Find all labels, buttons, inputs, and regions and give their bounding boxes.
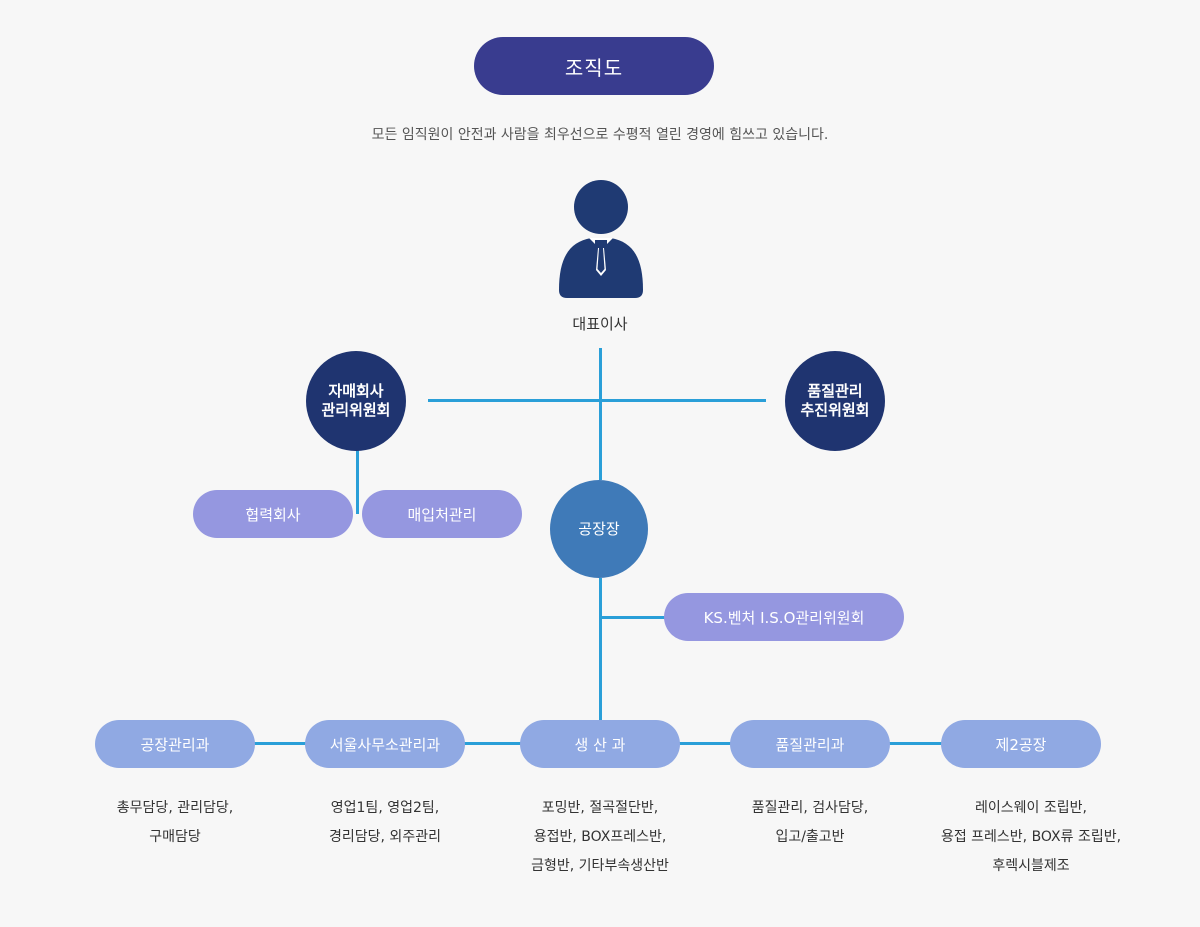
dept-production: 생 산 과 bbox=[520, 720, 680, 768]
committee-sister-company: 자매회사 관리위원회 bbox=[306, 351, 406, 451]
page-title: 조직도 bbox=[474, 37, 714, 95]
committee-quality: 품질관리 추진위원회 bbox=[785, 351, 885, 451]
connector-left-committee-down bbox=[356, 448, 359, 514]
unit-purchase-management: 매입처관리 bbox=[362, 490, 522, 538]
ceo-label: 대표이사 bbox=[572, 315, 628, 333]
desc-line: 레이스웨이 조립반, bbox=[975, 800, 1087, 816]
desc-line: 입고/출고반 bbox=[775, 829, 845, 845]
connector-committees-horizontal bbox=[428, 399, 766, 402]
dept-production-desc: 포밍반, 절곡절단반, 용접반, BOX프레스반, 금형반, 기타부속생산반 bbox=[490, 794, 710, 881]
dept-factory-management-desc: 총무담당, 관리담당, 구매담당 bbox=[75, 794, 275, 852]
committee-quality-line1: 품질관리 bbox=[807, 382, 863, 400]
connector-plant-down bbox=[599, 578, 602, 744]
desc-line: 용접 프레스반, BOX류 조립반, bbox=[940, 829, 1122, 845]
person-icon bbox=[559, 180, 643, 298]
connector-ceo-vertical bbox=[599, 348, 602, 480]
desc-line: 구매담당 bbox=[149, 829, 201, 845]
desc-line: 경리담당, 외주관리 bbox=[329, 829, 441, 845]
dept-second-factory-desc: 레이스웨이 조립반, 용접 프레스반, BOX류 조립반, 후렉시블제조 bbox=[906, 794, 1156, 881]
desc-line: 금형반, 기타부속생산반 bbox=[531, 858, 669, 874]
dept-quality-control-desc: 품질관리, 검사담당, 입고/출고반 bbox=[710, 794, 910, 852]
desc-line: 용접반, BOX프레스반, bbox=[533, 829, 667, 845]
dept-seoul-office: 서울사무소관리과 bbox=[305, 720, 465, 768]
unit-partner-company: 협력회사 bbox=[193, 490, 353, 538]
desc-line: 영업1팀, 영업2팀, bbox=[330, 800, 440, 816]
plant-head: 공장장 bbox=[550, 480, 648, 578]
dept-quality-control: 품질관리과 bbox=[730, 720, 890, 768]
dept-factory-management: 공장관리과 bbox=[95, 720, 255, 768]
iso-committee: KS.벤처 I.S.O관리위원회 bbox=[664, 593, 904, 641]
dept-second-factory: 제2공장 bbox=[941, 720, 1101, 768]
dept-seoul-office-desc: 영업1팀, 영업2팀, 경리담당, 외주관리 bbox=[285, 794, 485, 852]
page-subtitle: 모든 임직원이 안전과 사람을 최우선으로 수평적 열린 경영에 힘쓰고 있습니… bbox=[371, 127, 829, 143]
committee-sister-line2: 관리위원회 bbox=[321, 401, 391, 419]
plant-head-label: 공장장 bbox=[578, 519, 620, 538]
committee-quality-line2: 추진위원회 bbox=[800, 401, 870, 419]
desc-line: 후렉시블제조 bbox=[992, 858, 1070, 874]
connector-iso-horizontal bbox=[601, 616, 665, 619]
desc-line: 총무담당, 관리담당, bbox=[116, 800, 234, 816]
desc-line: 품질관리, 검사담당, bbox=[751, 800, 869, 816]
desc-line: 포밍반, 절곡절단반, bbox=[541, 800, 659, 816]
committee-sister-line1: 자매회사 bbox=[328, 382, 384, 400]
